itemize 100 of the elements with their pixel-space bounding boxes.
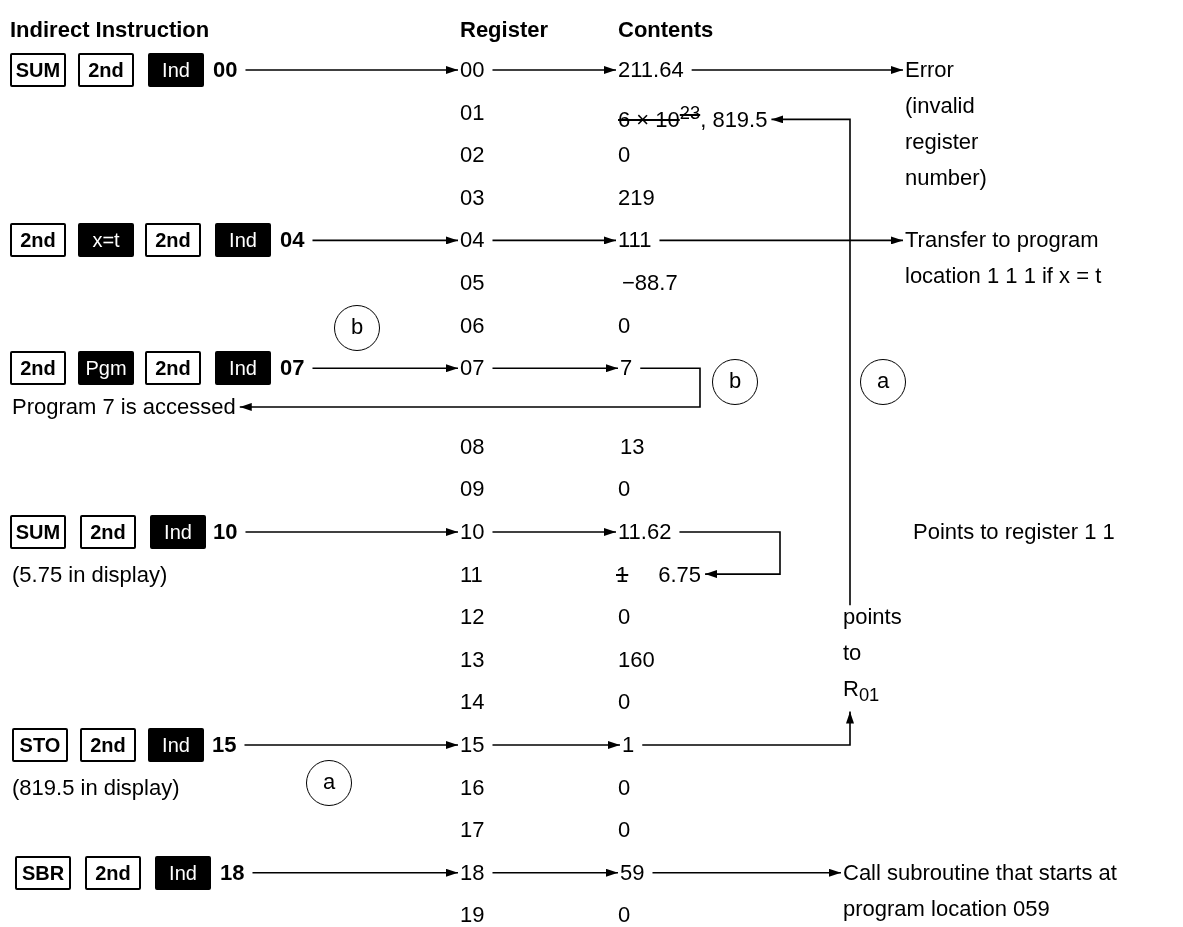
register-value: 111 bbox=[618, 222, 652, 259]
register-number: 13 bbox=[460, 645, 485, 674]
callout-letter: b bbox=[334, 305, 380, 352]
register-value: 219 bbox=[618, 183, 655, 212]
register-value: 11.62 bbox=[618, 514, 672, 550]
register-value: 13 bbox=[620, 432, 645, 461]
arrow bbox=[243, 741, 459, 749]
calculator-key: Ind bbox=[155, 855, 211, 890]
register-number: 05 bbox=[460, 269, 485, 297]
calculator-key: 2nd bbox=[85, 855, 141, 890]
register-number: 19 bbox=[460, 901, 485, 927]
calculator-key: STO bbox=[12, 728, 68, 762]
register-value: 7 bbox=[620, 350, 633, 387]
result-note: Points to register 1 1 bbox=[913, 518, 1115, 546]
calculator-key: SBR bbox=[15, 855, 71, 890]
arrow bbox=[690, 66, 904, 74]
register-value: 1 bbox=[616, 561, 629, 587]
instruction-note: (819.5 in display) bbox=[12, 773, 180, 802]
register-number: 17 bbox=[460, 816, 485, 845]
instruction-note: (5.75 in display) bbox=[12, 560, 168, 589]
register-number: 01 bbox=[460, 98, 485, 127]
arrow bbox=[770, 115, 851, 606]
calculator-key: Ind bbox=[148, 53, 204, 87]
arrow bbox=[251, 868, 459, 877]
arrow bbox=[311, 364, 459, 373]
column-heading: Register bbox=[460, 15, 549, 44]
arrow bbox=[311, 236, 459, 245]
register-value: −88.7 bbox=[622, 269, 678, 297]
register-number: 18 bbox=[460, 854, 485, 891]
calculator-key: 2nd bbox=[80, 728, 136, 762]
register-value: 1 bbox=[622, 727, 635, 763]
calculator-key: Ind bbox=[215, 351, 271, 386]
arrow bbox=[641, 710, 854, 746]
register-address: 10 bbox=[213, 514, 238, 550]
arrow bbox=[491, 741, 621, 749]
register-value: 6.75 bbox=[658, 561, 702, 587]
register-address: 15 bbox=[212, 727, 237, 763]
register-value: 0 bbox=[618, 773, 631, 802]
calculator-key: 2nd bbox=[78, 53, 134, 87]
register-value: 6 × 10$^{23}$ bbox=[618, 106, 701, 132]
arrow bbox=[491, 236, 617, 245]
column-heading: Indirect Instruction bbox=[10, 15, 210, 44]
calculator-key: Ind bbox=[215, 223, 271, 258]
register-number: 14 bbox=[460, 688, 485, 717]
register-number: 07 bbox=[460, 350, 485, 387]
register-value: 0 bbox=[618, 901, 631, 927]
calculator-key: 2nd bbox=[80, 515, 136, 549]
register-number: 16 bbox=[460, 773, 485, 802]
register-address: 04 bbox=[280, 222, 305, 259]
register-number: 15 bbox=[460, 727, 485, 763]
register-value: 0 bbox=[618, 603, 631, 632]
calculator-key: Ind bbox=[148, 728, 204, 762]
arrow bbox=[491, 528, 617, 536]
register-address: 18 bbox=[220, 854, 245, 891]
calculator-key: Ind bbox=[150, 515, 206, 549]
register-value: 0 bbox=[618, 311, 631, 340]
register-number: 03 bbox=[460, 183, 485, 212]
register-number: 08 bbox=[460, 432, 485, 461]
register-number: 09 bbox=[460, 475, 485, 504]
arrow bbox=[491, 868, 619, 877]
arrow bbox=[678, 531, 781, 579]
arrow bbox=[658, 236, 904, 245]
register-number: 04 bbox=[460, 222, 485, 259]
register-number: 06 bbox=[460, 311, 485, 340]
result-note: Program 7 is accessed bbox=[12, 388, 236, 425]
calculator-key: 2nd bbox=[145, 223, 201, 258]
calculator-key: 2nd bbox=[10, 351, 66, 386]
column-heading: Contents bbox=[618, 15, 714, 44]
calculator-key: Pgm bbox=[78, 351, 134, 386]
callout-letter: a bbox=[860, 359, 906, 406]
calculator-key: SUM bbox=[10, 53, 66, 87]
calculator-key: SUM bbox=[10, 515, 66, 549]
callout-letter: a bbox=[306, 760, 352, 807]
register-value: 211.64 bbox=[618, 52, 684, 88]
arrow bbox=[244, 66, 459, 74]
register-address: 00 bbox=[213, 52, 238, 88]
register-value: 59 bbox=[620, 854, 645, 891]
register-number: 11 bbox=[460, 560, 483, 589]
callout-letter: b bbox=[712, 359, 758, 406]
result-note: points to R$_{01}$ bbox=[843, 599, 903, 714]
result-note: Transfer to program location 1 1 1 if x = t bbox=[905, 222, 1175, 295]
register-number: 10 bbox=[460, 514, 485, 550]
arrow bbox=[491, 66, 617, 74]
register-number: 12 bbox=[460, 603, 485, 632]
calculator-key: 2nd bbox=[10, 223, 66, 258]
register-value: 0 bbox=[618, 141, 631, 170]
register-value: 160 bbox=[618, 645, 655, 674]
result-note: Call subroutine that starts at program location 059 bbox=[843, 854, 1173, 927]
register-value: , 819.5 bbox=[700, 106, 768, 132]
calculator-key: 2nd bbox=[145, 351, 201, 386]
arrow bbox=[651, 868, 842, 877]
calculator-key: x=t bbox=[78, 223, 134, 258]
arrow bbox=[491, 364, 619, 373]
arrow bbox=[238, 367, 701, 411]
register-number: 00 bbox=[460, 52, 485, 88]
register-value: 0 bbox=[618, 816, 631, 845]
register-address: 07 bbox=[280, 350, 305, 387]
register-value: 0 bbox=[618, 475, 631, 504]
result-note: Error (invalid register number) bbox=[905, 52, 1025, 196]
register-number: 02 bbox=[460, 141, 485, 170]
